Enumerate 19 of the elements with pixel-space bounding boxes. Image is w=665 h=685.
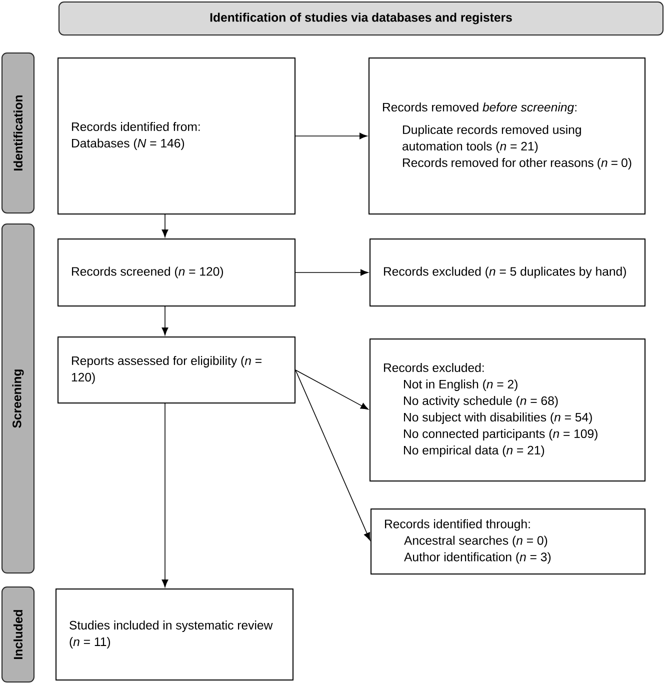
section-banner: Identification of studies via databases and registers: [58, 2, 664, 36]
process-box: Records screened (n = 120): [58, 238, 296, 306]
phase-band: Identification: [2, 52, 34, 214]
process-box: Studies included in systematic review (n = 11): [56, 588, 294, 680]
arrow: [295, 132, 368, 140]
process-box: Records identified through: Ancestral searches (n = 0) Author identification (n = 3): [370, 508, 646, 574]
process-box: Reports assessed for eligibility (n = 120): [58, 336, 296, 404]
process-box: Records removed before screening: Duplicate records removed using automation tools (n = 21) Records removed for other reasons (n = 0): [368, 58, 646, 214]
arrow: [295, 370, 368, 410]
arrow: [162, 306, 168, 336]
process-box: Records identified from: Databases (N = 146): [58, 58, 296, 214]
arrow: [295, 370, 370, 540]
process-box: Records excluded: Not in English (n = 2) No activity schedule (n = 68) No subject with disabilities (n = 54) No connected participants (n = 109) No empirical data (n = 21): [370, 338, 646, 482]
phase-band: Screening: [2, 224, 34, 574]
process-box: Records excluded (n = 5 duplicates by hand): [370, 238, 646, 306]
phase-band: Included: [2, 586, 34, 682]
arrow: [162, 403, 168, 588]
arrow: [162, 214, 168, 238]
arrow: [295, 269, 368, 276]
